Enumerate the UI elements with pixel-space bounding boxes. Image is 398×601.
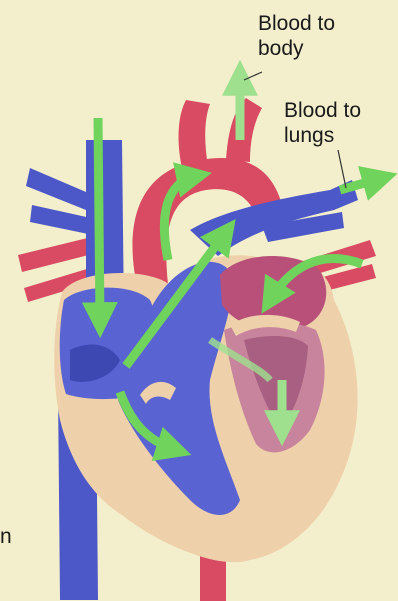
aorta-branch-1	[179, 100, 210, 168]
label-blood-to-body: Blood to body	[258, 11, 335, 61]
leader-blood-to-body	[244, 72, 262, 80]
leader-blood-to-lungs	[338, 150, 346, 188]
label-blood-to-lungs: Blood to lungs	[284, 98, 361, 148]
arrow-into-vena-cava	[98, 118, 100, 322]
label-edge-fragment: n	[0, 524, 12, 549]
arrow-blood-to-lungs	[340, 178, 382, 190]
